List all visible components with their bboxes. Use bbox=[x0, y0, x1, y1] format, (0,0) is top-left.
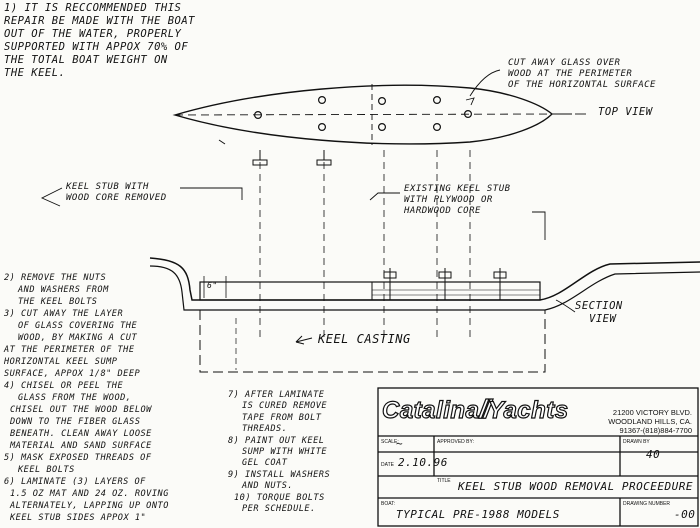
scale-label: SCALE: bbox=[381, 439, 399, 445]
drawn-by-label: DRAWN BY bbox=[623, 439, 650, 445]
date-label: DATE bbox=[381, 462, 394, 468]
top-view-keel-foil bbox=[172, 84, 586, 145]
scale-value: ~ bbox=[396, 437, 404, 450]
boat-value: TYPICAL PRE-1988 MODELS bbox=[396, 508, 560, 521]
company-address: 21200 VICTORY BLVD.WOODLAND HILLS, CA. 9… bbox=[608, 408, 692, 435]
title-block-frame bbox=[377, 387, 699, 527]
title-label: TITLE bbox=[437, 478, 451, 484]
brand-logo: Catalina//Yachts bbox=[381, 393, 569, 424]
drawing-number-value: -00 bbox=[674, 508, 696, 521]
drawing-title: KEEL STUB WOOD REMOVAL PROCEEDURE bbox=[458, 480, 694, 493]
boat-label: BOAT: bbox=[381, 501, 396, 507]
drawn-by-value: 40 bbox=[646, 448, 661, 461]
section-view-hull bbox=[149, 257, 700, 373]
drawing-number-label: DRAWING NUMBER bbox=[623, 501, 671, 507]
dimension-label: 6" bbox=[207, 281, 218, 290]
top-view-label: TOP VIEW bbox=[598, 106, 653, 118]
keel-casting-label: KEEL CASTING bbox=[318, 332, 411, 346]
approved-label: APPROVED BY: bbox=[437, 439, 474, 445]
date-value: 2.10.96 bbox=[398, 456, 448, 469]
leader-cutaway bbox=[469, 69, 501, 97]
